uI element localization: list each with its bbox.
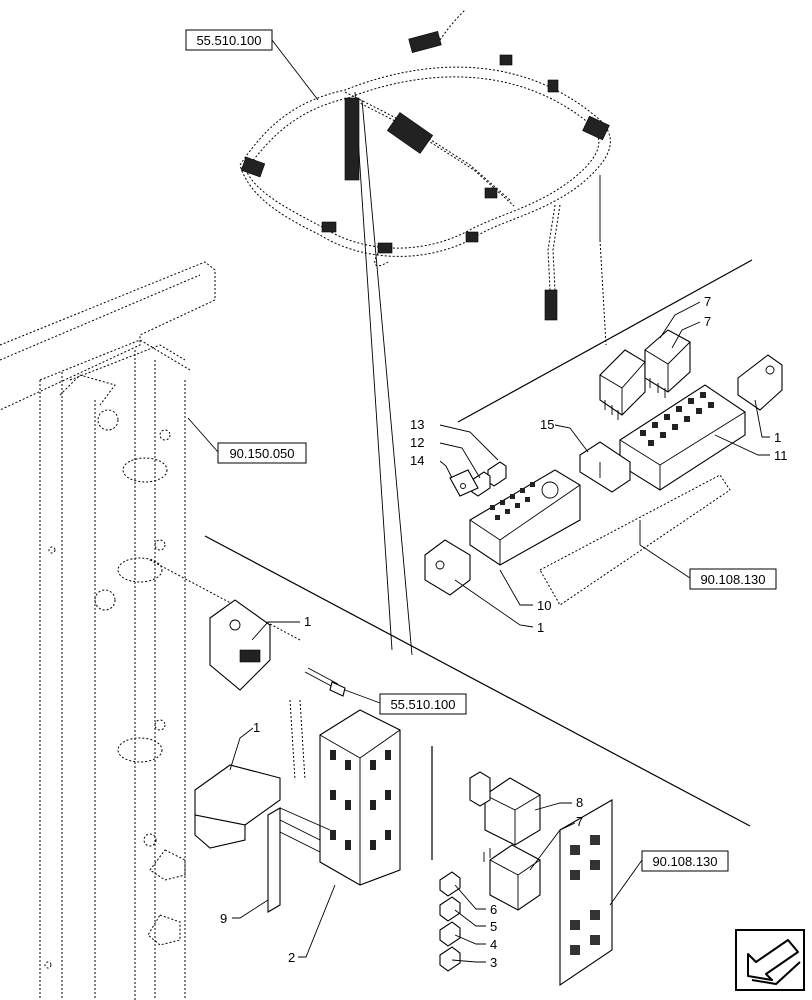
fuses-12-13	[471, 461, 507, 497]
callout-4: 4	[490, 937, 497, 952]
callout-1-bracket-front: 1	[537, 620, 544, 635]
callout-6: 6	[490, 902, 497, 917]
svg-text:90.108.130: 90.108.130	[700, 572, 765, 587]
bracket-front-left	[424, 539, 471, 596]
ref-fuse-box-upper[interactable]: 90.108.130	[689, 568, 777, 590]
callout-13: 13	[410, 417, 424, 432]
ref-bolt[interactable]: 55.510.100	[379, 693, 467, 715]
roof-harness	[239, 9, 611, 321]
terminal-14	[449, 469, 479, 497]
svg-text:90.108.130: 90.108.130	[652, 854, 717, 869]
callout-7-upper-b: 7	[704, 314, 711, 329]
callout-2: 2	[288, 950, 295, 965]
callout-3: 3	[490, 955, 497, 970]
callout-15: 15	[540, 417, 554, 432]
callout-1-bracket-right: 1	[774, 430, 781, 445]
ref-fuse-decal[interactable]: 90.108.130	[641, 850, 729, 872]
ref-harness-top[interactable]: 55.510.100	[185, 29, 273, 51]
frame-pillar	[0, 261, 301, 1000]
fuse-box-lower	[289, 699, 401, 886]
clip-15	[579, 441, 631, 493]
mount-bracket-lower	[194, 764, 281, 849]
bolt	[304, 667, 346, 697]
callout-leaders	[187, 39, 770, 963]
harness-leaders	[354, 91, 607, 656]
svg-text:55.510.100: 55.510.100	[196, 33, 261, 48]
callout-7-lower: 7	[576, 814, 583, 829]
callout-11: 11	[774, 448, 788, 463]
callout-12: 12	[410, 435, 424, 450]
callout-1-mount-lower: 1	[253, 720, 260, 735]
relay-upper-a	[599, 349, 646, 420]
relay-8	[469, 771, 541, 846]
callout-9: 9	[220, 911, 227, 926]
callout-1-mount-upper: 1	[304, 614, 311, 629]
section-dividers	[204, 259, 753, 860]
callout-14: 14	[410, 453, 424, 468]
callout-8: 8	[576, 795, 583, 810]
fuse-holder-upper	[619, 384, 746, 491]
ref-frame[interactable]: 90.150.050	[217, 442, 307, 464]
bracket-upper-right	[737, 354, 783, 411]
callout-10: 10	[537, 598, 551, 613]
relay-7-lower	[483, 844, 541, 911]
mount-bracket-upper	[209, 599, 271, 691]
svg-text:55.510.100: 55.510.100	[390, 697, 455, 712]
callout-numbers: 7 7 1 11 13 12 14 15 10 1 1 1 8 7 6 5 4 …	[220, 294, 788, 970]
decal-area-upper	[539, 474, 731, 606]
svg-text:90.150.050: 90.150.050	[229, 446, 294, 461]
fuse-decal	[559, 799, 613, 987]
callout-7-upper-a: 7	[704, 294, 711, 309]
fuse-strip-9	[267, 807, 331, 913]
relay-upper-b	[644, 329, 691, 398]
fuses-3-6	[439, 871, 461, 972]
callout-5: 5	[490, 919, 497, 934]
arrow-left-down-icon[interactable]	[735, 929, 805, 991]
fuse-box-center	[469, 469, 581, 566]
